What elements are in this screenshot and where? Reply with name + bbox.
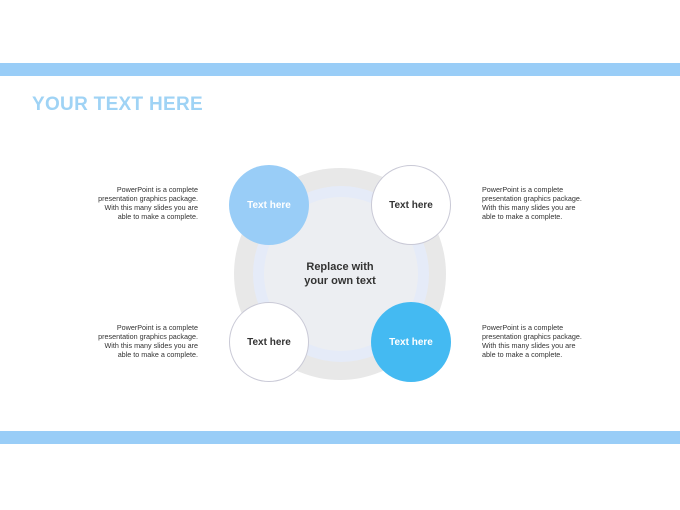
description-line: With this many slides you are [104, 340, 198, 350]
node-top-left[interactable]: Text here [229, 165, 309, 245]
top-accent-band [0, 63, 680, 76]
node-label: Text here [389, 199, 433, 211]
description-line: able to make a complete. [117, 349, 198, 359]
description-top-right[interactable]: PowerPoint is a complete presentation gr… [482, 185, 594, 222]
node-label: Text here [247, 199, 291, 211]
node-label: Text here [389, 336, 433, 348]
description-line: able to make a complete. [482, 211, 563, 221]
description-line: PowerPoint is a complete [482, 323, 564, 332]
description-line: PowerPoint is a complete [116, 323, 198, 332]
description-line: With this many slides you are [104, 202, 198, 212]
description-line: able to make a complete. [482, 349, 563, 359]
slide-title[interactable]: YOUR TEXT HERE [32, 94, 203, 115]
node-bottom-left[interactable]: Text here [229, 302, 309, 382]
description-line: presentation graphics package. [482, 193, 582, 203]
center-label-line: your own text [304, 275, 376, 287]
description-bottom-left[interactable]: PowerPoint is a complete presentation gr… [86, 323, 198, 360]
description-bottom-right[interactable]: PowerPoint is a complete presentation gr… [482, 323, 594, 360]
node-label: Text here [247, 336, 291, 348]
description-line: With this many slides you are [482, 340, 576, 350]
node-bottom-right[interactable]: Text here [371, 302, 451, 382]
description-line: With this many slides you are [482, 202, 576, 212]
center-label[interactable]: Replace with your own text [284, 260, 396, 288]
node-top-right[interactable]: Text here [371, 165, 451, 245]
description-line: PowerPoint is a complete [116, 185, 198, 194]
description-line: presentation graphics package. [98, 331, 198, 341]
description-line: PowerPoint is a complete [482, 185, 564, 194]
center-label-line: Replace with [306, 261, 374, 273]
description-line: presentation graphics package. [98, 193, 198, 203]
description-line: presentation graphics package. [482, 331, 582, 341]
description-top-left[interactable]: PowerPoint is a complete presentation gr… [86, 185, 198, 222]
bottom-accent-band [0, 431, 680, 444]
description-line: able to make a complete. [117, 211, 198, 221]
